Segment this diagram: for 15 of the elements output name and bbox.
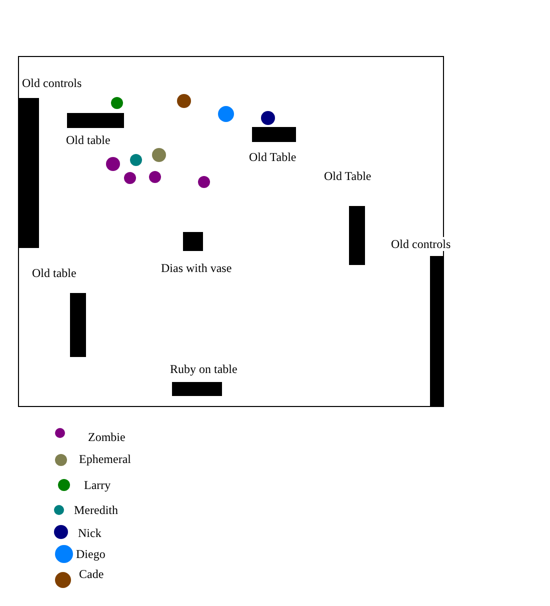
room-label: Old Table: [249, 150, 296, 164]
room-label: Old controls: [391, 237, 451, 251]
room-label: Old table: [66, 133, 110, 147]
room-label: Ruby on table: [170, 362, 238, 376]
legend-label: Zombie: [88, 430, 126, 444]
legend-label: Ephemeral: [79, 452, 131, 466]
legend-label: Nick: [78, 526, 102, 540]
legend-label: Cade: [79, 567, 104, 581]
room-label: Old table: [32, 266, 76, 280]
legend-label: Larry: [84, 478, 111, 492]
legend-label: Meredith: [74, 503, 118, 517]
room-label: Old Table: [324, 169, 372, 183]
legend-label: Diego: [76, 547, 106, 561]
room-label: Dias with vase: [161, 261, 232, 275]
room-label: Old controls: [22, 76, 82, 90]
